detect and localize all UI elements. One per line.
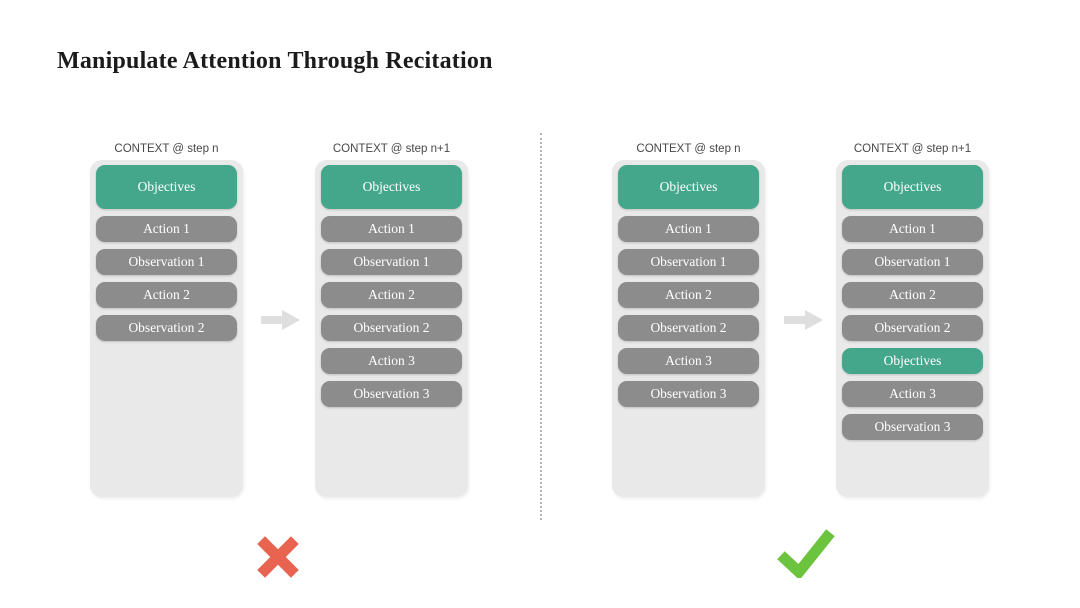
pill-action-1: Action 1 (618, 216, 759, 242)
pill-objectives: Objectives (321, 165, 462, 209)
pill-action-3: Action 3 (618, 348, 759, 374)
pill-observation-1: Observation 1 (618, 249, 759, 275)
column-header: CONTEXT @ step n+1 (332, 143, 451, 155)
column-header: CONTEXT @ step n (114, 143, 219, 155)
pill-observation-2: Observation 2 (618, 315, 759, 341)
arrow-right-icon (784, 309, 824, 331)
pill-observation-3: Observation 3 (321, 381, 462, 407)
pill-observation-2: Observation 2 (842, 315, 983, 341)
pill-objectives: Objectives (842, 165, 983, 209)
pill-action-1: Action 1 (842, 216, 983, 242)
vertical-dotted-divider (540, 133, 542, 520)
pill-action-2: Action 2 (96, 282, 237, 308)
pill-action-2: Action 2 (842, 282, 983, 308)
pill-observation-3: Observation 3 (842, 414, 983, 440)
pill-action-1: Action 1 (321, 216, 462, 242)
column-header: CONTEXT @ step n+1 (853, 143, 972, 155)
pill-observation-1: Observation 1 (321, 249, 462, 275)
column-header: CONTEXT @ step n (636, 143, 741, 155)
pill-objectives: Objectives (96, 165, 237, 209)
pill-observation-2: Observation 2 (321, 315, 462, 341)
pill-observation-1: Observation 1 (96, 249, 237, 275)
pill-action-3: Action 3 (842, 381, 983, 407)
pill-action-1: Action 1 (96, 216, 237, 242)
pill-objectives: Objectives (842, 348, 983, 374)
pill-observation-1: Observation 1 (842, 249, 983, 275)
pill-objectives: Objectives (618, 165, 759, 209)
arrow-right-icon (261, 309, 301, 331)
page-title: Manipulate Attention Through Recitation (57, 48, 493, 74)
pill-action-2: Action 2 (618, 282, 759, 308)
pill-observation-3: Observation 3 (618, 381, 759, 407)
pill-action-2: Action 2 (321, 282, 462, 308)
pill-action-3: Action 3 (321, 348, 462, 374)
check-icon (775, 528, 835, 581)
pill-observation-2: Observation 2 (96, 315, 237, 341)
cross-icon (254, 533, 302, 581)
